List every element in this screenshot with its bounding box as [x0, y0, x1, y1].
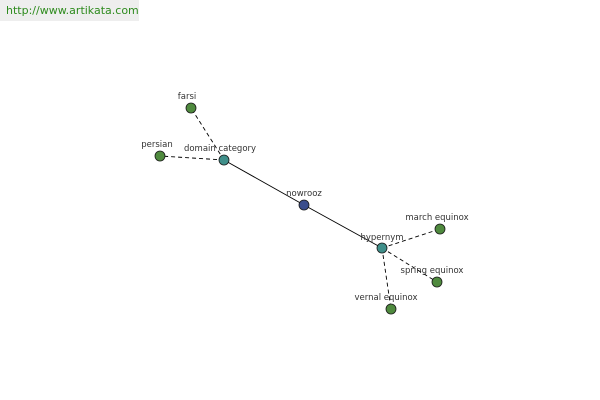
edge-domain-category-to-persian: [159, 155, 225, 161]
node-label-nowrooz: nowrooz: [286, 189, 322, 199]
edge-nowrooz-to-hypernym: [303, 204, 383, 249]
node-circle-spring-equinox[interactable]: [431, 276, 443, 288]
node-persian[interactable]: persian: [141, 140, 173, 162]
edge-hypernym-to-vernal-equinox: [381, 247, 392, 310]
edge-hypernym-to-march-equinox: [381, 228, 441, 249]
edge-domain-category-to-farsi: [190, 107, 225, 161]
edge-nowrooz-to-domain-category: [223, 159, 305, 206]
source-url-banner[interactable]: http://www.artikata.com: [0, 0, 139, 21]
node-label-march-equinox: march equinox: [405, 213, 468, 223]
node-label-vernal-equinox: vernal equinox: [355, 293, 418, 303]
node-circle-domain-category[interactable]: [218, 154, 230, 166]
node-circle-march-equinox[interactable]: [434, 223, 446, 235]
node-circle-nowrooz[interactable]: [298, 199, 310, 211]
node-label-spring-equinox: spring equinox: [401, 266, 464, 276]
node-label-domain-category: domain category: [184, 144, 256, 154]
node-domain-category[interactable]: domain category: [184, 144, 256, 166]
nodes-layer: nowrooz domain category hypernym farsi persi…: [141, 92, 469, 315]
edge-hypernym-to-spring-equinox: [381, 247, 438, 283]
node-label-hypernym: hypernym: [360, 233, 403, 243]
node-circle-persian[interactable]: [154, 150, 166, 162]
node-farsi[interactable]: farsi: [178, 92, 197, 114]
edges-layer: [159, 107, 441, 310]
node-vernal-equinox[interactable]: vernal equinox: [355, 293, 418, 315]
node-circle-farsi[interactable]: [185, 102, 197, 114]
node-label-persian: persian: [141, 140, 173, 150]
node-circle-hypernym[interactable]: [376, 242, 388, 254]
node-spring-equinox[interactable]: spring equinox: [401, 266, 464, 288]
node-circle-vernal-equinox[interactable]: [385, 303, 397, 315]
node-label-farsi: farsi: [178, 92, 197, 102]
node-nowrooz[interactable]: nowrooz: [286, 189, 322, 211]
node-march-equinox[interactable]: march equinox: [405, 213, 469, 235]
node-hypernym[interactable]: hypernym: [360, 233, 404, 254]
